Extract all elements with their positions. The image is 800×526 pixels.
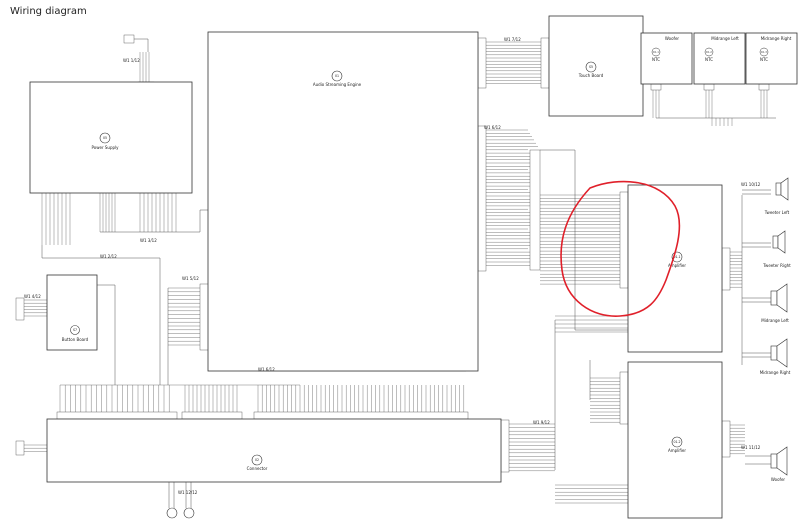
pin-header xyxy=(619,371,629,425)
audio-engine-label: Audio Streaming Engine xyxy=(313,82,362,87)
ntc-mid-right-id: R1.3 xyxy=(761,50,767,54)
ntc-mid-right-box xyxy=(745,32,798,85)
pin-header xyxy=(181,411,243,420)
power-supply-label: Power Supply xyxy=(92,145,120,150)
tweeter-right-label: Tweeter Right xyxy=(762,263,791,268)
tweeter-left-speaker xyxy=(775,177,789,201)
ntc-mid-left-box xyxy=(693,32,746,85)
ntc-mid-left-label: NTC xyxy=(705,57,713,62)
midrange-left-label: Midrange Left xyxy=(761,318,789,323)
pin-header xyxy=(758,83,770,91)
diagram-title: Wiring diagram xyxy=(10,6,87,17)
harness-w1-5: W1 5/12 xyxy=(182,276,199,281)
pin-header xyxy=(703,83,715,91)
amplifier-1-label: Amplifier xyxy=(668,263,686,268)
harness-w1-1: W1 1/12 xyxy=(123,58,140,63)
amplifier-2-id: 01.2 xyxy=(673,440,680,444)
connector-label: Connector xyxy=(247,466,268,471)
button-board-id-circle xyxy=(70,325,80,335)
touch-board-label: Touch Board xyxy=(578,73,604,78)
ntc-woofer-title: Woofer xyxy=(665,36,679,41)
connector-box xyxy=(46,418,502,483)
ntc-woofer-label: NTC xyxy=(652,57,660,62)
pin-header xyxy=(619,191,629,289)
harness-w1-11: W1 11/12 xyxy=(741,445,761,450)
harness-w1-2: W1 2/12 xyxy=(100,254,117,259)
pin-header xyxy=(15,440,25,456)
harness-w1-12: W1 12/12 xyxy=(178,490,198,495)
pin-header xyxy=(540,37,550,89)
pin-header xyxy=(529,149,541,271)
amplifier-2-id-circle xyxy=(671,436,683,448)
tweeter-right-speaker xyxy=(772,230,786,254)
harness-w1-6-right: W1 6/12 xyxy=(484,125,501,130)
harness-w1-3: W1 3/12 xyxy=(140,238,157,243)
ntc-woofer-id: R1.1 xyxy=(653,50,659,54)
power-supply-id-circle xyxy=(99,132,111,144)
audio-engine-id-circle xyxy=(331,70,343,82)
amplifier-1-box xyxy=(627,184,723,353)
pin-header xyxy=(56,411,178,420)
button-board-box xyxy=(46,274,98,351)
tweeter-left-label: Tweeter Left xyxy=(764,210,790,215)
bottom-connector-left xyxy=(166,507,178,519)
bottom-connector-right xyxy=(183,507,195,519)
red-highlight-annotation xyxy=(560,180,681,317)
pin-header xyxy=(650,83,662,91)
ntc-woofer-box xyxy=(640,32,693,85)
pin-header xyxy=(477,37,487,89)
woofer-speaker xyxy=(770,446,788,476)
power-supply-id: 05 xyxy=(103,136,107,140)
pin-header xyxy=(15,297,25,321)
power-supply-box xyxy=(29,81,193,194)
amplifier-2-label: Amplifier xyxy=(668,448,686,453)
midrange-right-speaker xyxy=(770,338,788,368)
ntc-mid-right-label: NTC xyxy=(760,57,768,62)
woofer-label: Woofer xyxy=(771,477,785,482)
pin-header xyxy=(721,247,731,291)
connector-id-circle xyxy=(251,454,263,466)
ntc-mid-left-id-circle xyxy=(704,47,714,57)
pin-header xyxy=(123,34,135,44)
amplifier-1-id: 01.1 xyxy=(673,255,680,259)
midrange-left-speaker xyxy=(770,283,788,313)
audio-streaming-engine-box xyxy=(207,31,479,372)
harness-w1-6-bottom: W1 6/12 xyxy=(258,367,275,372)
pin-header xyxy=(721,420,731,458)
button-board-id: S7 xyxy=(73,328,77,332)
touch-board-id: S5 xyxy=(589,65,593,69)
pin-header xyxy=(500,419,510,473)
pin-header xyxy=(477,125,487,272)
harness-w1-4: W1 4/12 xyxy=(24,294,41,299)
harness-w1-10: W1 10/12 xyxy=(741,182,761,187)
button-board-label: Button Board xyxy=(62,337,89,342)
pin-header xyxy=(253,411,469,420)
harness-w1-7: W1 7/12 xyxy=(504,37,521,42)
wire-layer xyxy=(15,34,776,508)
connector-id: 02 xyxy=(255,458,259,462)
ntc-woofer-id-circle xyxy=(651,47,661,57)
ntc-mid-left-title: Midrange Left xyxy=(711,36,739,41)
audio-engine-id: 01 xyxy=(335,74,339,78)
touch-board-id-circle xyxy=(585,61,597,73)
ntc-mid-left-id: R1.2 xyxy=(706,50,712,54)
ntc-mid-right-id-circle xyxy=(759,47,769,57)
ntc-mid-right-title: Midrange Right xyxy=(761,36,792,41)
midrange-right-label: Midrange Right xyxy=(760,370,791,375)
harness-w1-9: W1 9/12 xyxy=(533,420,550,425)
